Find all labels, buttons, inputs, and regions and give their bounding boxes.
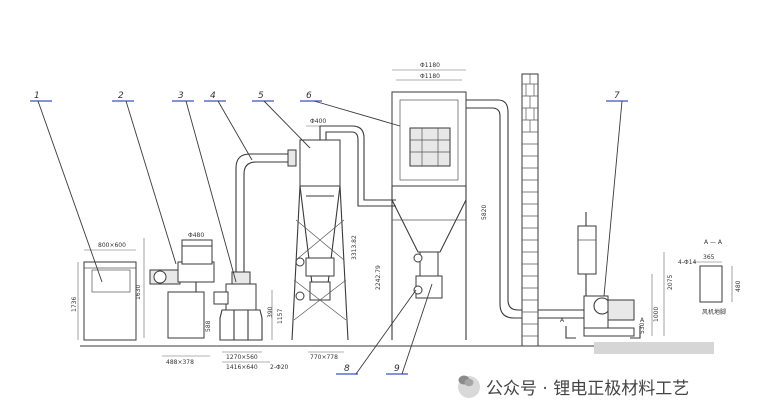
label-7: 7 bbox=[614, 91, 620, 101]
section-arrow-right bbox=[630, 326, 641, 339]
dim-1180-top: Φ1180 bbox=[420, 62, 440, 69]
label-1: 1 bbox=[34, 91, 40, 101]
label-3: 3 bbox=[178, 91, 184, 101]
label-9: 9 bbox=[394, 364, 400, 374]
dim-2242: 2242.79 bbox=[375, 265, 382, 290]
section-mark-a2: A bbox=[640, 317, 645, 324]
section-mark-a1: A bbox=[560, 317, 565, 324]
dim-2x020: 2-Φ20 bbox=[270, 364, 289, 371]
dim-1270x560: 1270×560 bbox=[226, 354, 258, 361]
dim-1180: Φ1180 bbox=[420, 73, 440, 80]
dim-1630: 1630 bbox=[135, 285, 142, 300]
duct-filter-fan bbox=[466, 99, 584, 319]
equipment-6-bag-filter bbox=[391, 69, 467, 340]
section-title: A — A bbox=[704, 239, 723, 246]
dim-3313: 3313.82 bbox=[351, 235, 358, 260]
dim-480b: 480 bbox=[735, 280, 742, 292]
dim-390: 390 bbox=[267, 306, 274, 318]
label-6: 6 bbox=[306, 91, 312, 101]
section-arrow-left bbox=[565, 326, 576, 339]
duct-4 bbox=[235, 153, 292, 272]
dim-530: 530 bbox=[639, 322, 646, 334]
dim-2075: 2075 bbox=[667, 275, 674, 290]
dim-488x378: 488×378 bbox=[166, 359, 194, 366]
label-8: 8 bbox=[344, 364, 350, 374]
dim-480: Φ480 bbox=[188, 232, 204, 239]
dim-800x600: 800×600 bbox=[98, 242, 126, 249]
dim-1157: 1157 bbox=[277, 309, 284, 324]
dim-400: Φ400 bbox=[310, 118, 326, 125]
section-note: 风机地脚 bbox=[702, 308, 726, 316]
chimney bbox=[521, 73, 539, 347]
dim-5820: 5820 bbox=[481, 205, 488, 220]
dim-1000: 1000 bbox=[653, 307, 660, 322]
equipment-2-mill bbox=[143, 238, 215, 357]
label-2: 2 bbox=[118, 91, 124, 101]
watermark-text: 公众号 · 锂电正极材料工艺 bbox=[486, 379, 690, 399]
equipment-3-classifier bbox=[213, 271, 273, 363]
dim-1416x640: 1416×640 bbox=[226, 364, 258, 371]
dim-4x014: 4-Φ14 bbox=[678, 259, 697, 266]
flange-4 bbox=[287, 149, 297, 167]
wechat-icon bbox=[458, 375, 480, 398]
label-4: 4 bbox=[210, 91, 216, 101]
dim-588: 588 bbox=[205, 320, 212, 332]
equipment-5-cyclone bbox=[291, 125, 349, 353]
dim-365: 365 bbox=[703, 254, 715, 261]
dim-1736: 1736 bbox=[71, 297, 78, 312]
equipment-1-bin bbox=[77, 249, 137, 341]
section-a-a bbox=[694, 261, 733, 303]
label-5: 5 bbox=[258, 91, 264, 101]
leaders bbox=[30, 100, 628, 375]
blurred-mark bbox=[594, 342, 714, 354]
duct-cyclone-filter bbox=[319, 125, 396, 207]
dim-770x778: 770×778 bbox=[310, 354, 338, 361]
watermark: 公众号 · 锂电正极材料工艺 bbox=[458, 374, 689, 399]
equipment-7-fan bbox=[577, 212, 665, 337]
